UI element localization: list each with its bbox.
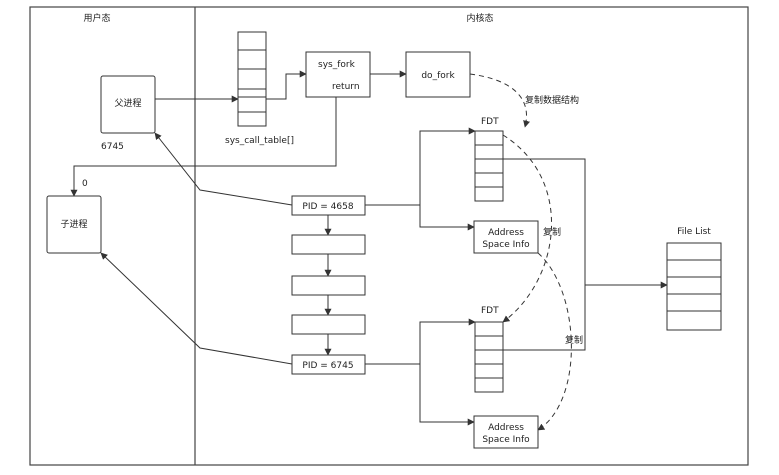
kernel-space-label: 内核态 bbox=[466, 12, 493, 24]
copy-structures-label: 复制数据结构 bbox=[525, 94, 579, 106]
parent-process-box bbox=[100, 75, 156, 134]
parent-process-label: 父进程 bbox=[114, 98, 141, 109]
pid-parent-label: PID = 4658 bbox=[302, 202, 353, 212]
address-space-top-line1: Address bbox=[488, 228, 524, 238]
child-process-label: 子进程 bbox=[60, 219, 87, 230]
child-return-value: 0 bbox=[82, 179, 88, 189]
file-list-table bbox=[666, 242, 722, 331]
copy-label-upper: 复制 bbox=[543, 226, 561, 238]
fdt-top-label: FDT bbox=[481, 117, 499, 127]
copy-label-lower: 复制 bbox=[565, 334, 583, 346]
do-fork-label: do_fork bbox=[421, 71, 455, 81]
address-space-bottom-line1: Address bbox=[488, 423, 524, 433]
task-node-2 bbox=[291, 275, 366, 296]
connectors bbox=[70, 70, 668, 426]
address-space-top-box bbox=[473, 220, 539, 254]
file-list-label: File List bbox=[677, 227, 711, 237]
fdt-bottom-label: FDT bbox=[481, 306, 499, 316]
address-space-bottom-box bbox=[473, 415, 539, 449]
sys-fork-label: sys_fork bbox=[318, 60, 356, 70]
parent-pid-label: 6745 bbox=[101, 142, 124, 152]
return-label: return bbox=[332, 82, 360, 92]
outer-frame bbox=[29, 6, 749, 466]
sys-fork-box bbox=[305, 51, 371, 98]
address-space-bottom-line2: Space Info bbox=[482, 435, 530, 445]
task-node-3 bbox=[291, 314, 366, 335]
task-node-1 bbox=[291, 234, 366, 255]
user-space-label: 用户态 bbox=[83, 12, 110, 24]
sys-call-table-label: sys_call_table[] bbox=[225, 136, 294, 146]
fdt-bottom-table bbox=[474, 321, 504, 393]
pid-child-label: PID = 6745 bbox=[302, 361, 353, 371]
copy-connectors bbox=[469, 73, 572, 431]
address-space-top-line2: Space Info bbox=[482, 240, 530, 250]
fdt-top-table bbox=[474, 130, 504, 202]
sys-call-table bbox=[237, 31, 267, 127]
